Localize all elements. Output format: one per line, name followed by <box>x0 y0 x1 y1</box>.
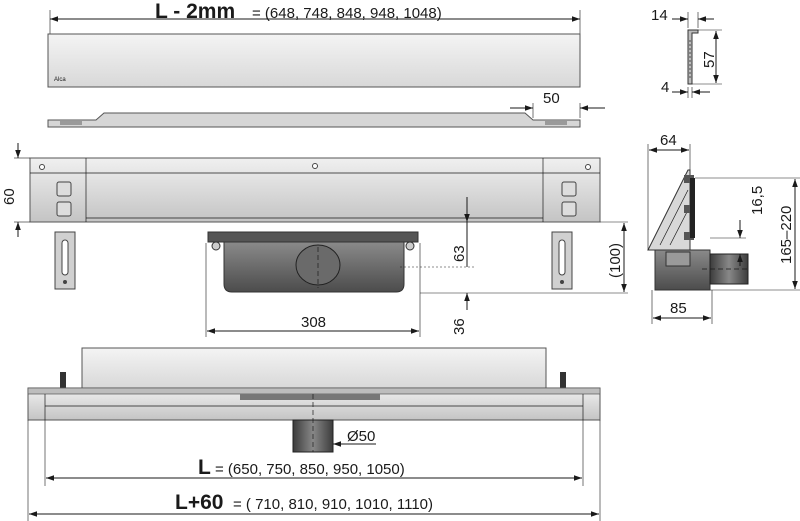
dim-16-5-label: 16,5 <box>749 186 766 215</box>
cover-plate: Alca <box>47 33 581 88</box>
dim-308-label: 308 <box>301 314 326 331</box>
cover-width-dimension: L - 2mm = (648, 748, 848, 948, 1048) <box>49 0 581 34</box>
dim-100-label: (100) <box>607 243 624 278</box>
channel-front-view <box>29 157 601 293</box>
dim-60-label: 60 <box>1 188 18 205</box>
dim-50-label: 50 <box>543 90 560 107</box>
channel-assembled-view <box>27 347 601 453</box>
dim-l-label: L <box>198 456 211 479</box>
cover-section-detail: 14 57 4 <box>651 7 722 98</box>
channel-cross-section <box>647 169 749 291</box>
dim-85-label: 85 <box>670 300 687 317</box>
dim-165-220-label: 165–220 <box>778 206 795 264</box>
dim-57-label: 57 <box>701 51 718 68</box>
cover-length-formula: L - 2mm <box>155 0 235 23</box>
front-view-dimensions: 60 63 (100) 36 308 <box>1 143 628 337</box>
cover-profile-strip: 50 <box>47 90 605 128</box>
dim-63-label: 63 <box>451 245 468 262</box>
cover-length-values: = (648, 748, 848, 948, 1048) <box>252 5 442 22</box>
dim-36-label: 36 <box>451 318 468 335</box>
dim-l-values: = (650, 750, 850, 950, 1050) <box>215 461 405 478</box>
dim-l60-values: = ( 710, 810, 910, 1010, 1110) <box>233 496 433 513</box>
bottom-dimensions: Ø50 L = (650, 750, 850, 950, 1050) L+60 … <box>27 420 601 521</box>
cross-section-dimensions: 64 16,5 165–220 85 <box>647 132 800 324</box>
dim-l60-label: L+60 <box>175 491 223 514</box>
dim-4-label: 4 <box>661 79 669 96</box>
dim-14-label: 14 <box>651 7 668 24</box>
dim-d50-label: Ø50 <box>347 428 375 445</box>
brand-logo: Alca <box>54 77 66 83</box>
dim-64-label: 64 <box>660 132 677 149</box>
